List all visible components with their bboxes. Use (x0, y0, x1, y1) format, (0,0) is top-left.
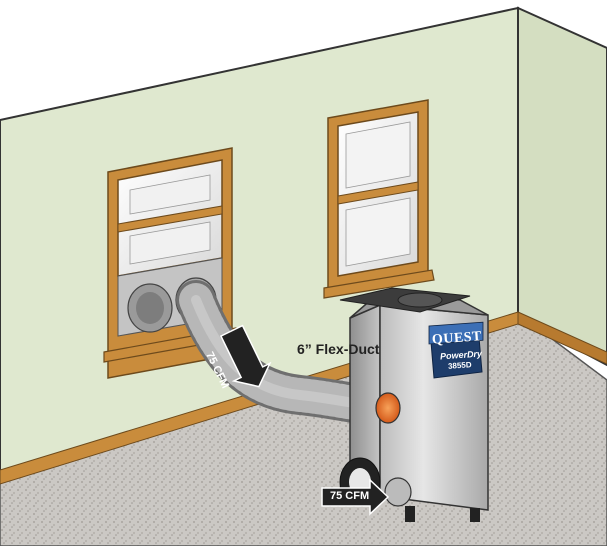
air-outlet (385, 478, 411, 506)
right-wall (518, 8, 607, 365)
right-window (324, 100, 434, 298)
duct-label: 6” Flex-Duct (297, 341, 379, 357)
flow-label-bottom: 75 CFM (330, 490, 369, 502)
dehumidifier-unit (340, 288, 488, 522)
model-line-2: 3855D (448, 360, 472, 371)
duct-inlet (376, 393, 400, 423)
